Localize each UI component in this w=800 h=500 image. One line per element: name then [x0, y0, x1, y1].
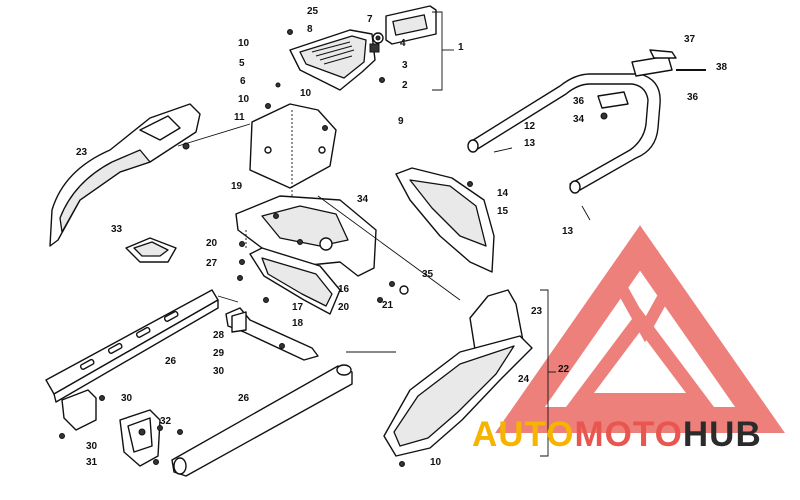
callout-label: 30 — [121, 393, 133, 404]
screw-icon — [467, 181, 473, 187]
callout-label: 13 — [524, 138, 536, 149]
callout-label: 9 — [398, 116, 404, 127]
rail-upper — [45, 289, 219, 403]
watermark-auto: AUTO — [472, 415, 575, 454]
screw-icon — [59, 433, 65, 439]
callout-label: 5 — [239, 58, 245, 69]
screw-icon — [263, 297, 269, 303]
callout-label: 34 — [357, 194, 369, 205]
callout-label: 10 — [300, 88, 312, 99]
screw-icon — [287, 29, 293, 35]
screw-icon — [177, 429, 183, 435]
screw-icon — [399, 461, 405, 467]
clip-icon — [581, 205, 591, 221]
callout-label: 27 — [206, 258, 218, 269]
callout-label: 21 — [382, 300, 394, 311]
screw-icon — [379, 77, 385, 83]
callout-label: 10 — [238, 94, 250, 105]
callout-label: 8 — [307, 24, 313, 35]
callout-label: 1 — [458, 42, 464, 53]
callout-label: 29 — [213, 348, 225, 359]
callout-label: 22 — [558, 364, 570, 375]
screw-icon — [239, 259, 245, 265]
callout-label: 3 — [402, 60, 408, 71]
center-tray — [235, 195, 377, 277]
callout-label: 33 — [111, 224, 123, 235]
callout-label: 2 — [402, 80, 408, 91]
callout-label: 19 — [231, 181, 243, 192]
screw-icon — [389, 281, 395, 287]
callout-label: 31 — [86, 457, 98, 468]
callout-label: 35 — [422, 269, 434, 280]
screw-icon — [265, 103, 271, 109]
mounting-plate — [249, 103, 337, 200]
callout-label: 28 — [213, 330, 225, 341]
callout-label: 32 — [160, 416, 172, 427]
callout-label: 34 — [573, 114, 585, 125]
callout-label: 17 — [292, 302, 304, 313]
callout-label: 16 — [338, 284, 350, 295]
screw-icon — [153, 459, 159, 465]
deflector — [249, 247, 341, 315]
bracket-assembly — [225, 307, 319, 361]
side-cover — [395, 167, 495, 273]
fasteners — [59, 241, 409, 439]
watermark-text: AUTOMOTOHUB — [472, 415, 762, 454]
callout-label: 36 — [573, 96, 585, 107]
screw-icon — [239, 241, 245, 247]
callout-label: 20 — [206, 238, 218, 249]
callout-label: 11 — [234, 112, 245, 123]
leader-lines — [177, 11, 556, 457]
rail-lower — [171, 364, 353, 477]
right-side-panel — [383, 289, 533, 467]
callout-label: 6 — [240, 76, 246, 87]
callout-label: 4 — [400, 38, 406, 49]
callout-label: 13 — [562, 226, 574, 237]
nut-icon — [399, 285, 409, 295]
callout-label: 12 — [524, 121, 536, 132]
left-side-panel — [49, 103, 201, 247]
logo-m-stroke — [585, 273, 705, 343]
small-panel — [125, 237, 177, 263]
screw-icon — [322, 125, 328, 131]
callout-label: 36 — [687, 92, 699, 103]
screw-icon — [237, 275, 243, 281]
watermark-logo — [495, 225, 785, 433]
callout-label: 10 — [238, 38, 250, 49]
callout-label: 23 — [76, 147, 88, 158]
screw-icon — [99, 395, 105, 401]
screw-icon — [377, 297, 383, 303]
callout-label: 10 — [430, 457, 442, 468]
callout-label: 18 — [292, 318, 304, 329]
callout-label: 30 — [86, 441, 98, 452]
lower-bracket — [61, 389, 183, 467]
screw-icon — [157, 425, 163, 431]
callout-label: 38 — [716, 62, 728, 73]
screw-icon — [275, 82, 281, 88]
callout-label: 37 — [684, 34, 696, 45]
callout-label: 24 — [518, 374, 530, 385]
nut-icon — [600, 112, 608, 120]
logo-outer-triangle — [495, 225, 785, 433]
callout-label: 20 — [338, 302, 350, 313]
callout-label: 7 — [367, 14, 373, 25]
clip-icon — [493, 147, 513, 153]
callout-label: 26 — [165, 356, 177, 367]
callout-label: 26 — [238, 393, 250, 404]
callout-label: 23 — [531, 306, 543, 317]
watermark-hub: HUB — [683, 415, 762, 454]
callout-label: 15 — [497, 206, 509, 217]
callout-label: 30 — [213, 366, 225, 377]
rear-bumper-bar — [467, 49, 706, 221]
callout-label: 25 — [307, 6, 319, 17]
watermark-moto: MOTO — [575, 415, 683, 454]
watermark-brand: AUTOMOTOHUB — [472, 415, 762, 454]
logo-inner-triangle — [566, 308, 714, 407]
callout-label: 14 — [497, 188, 509, 199]
tail-light-assembly — [275, 5, 437, 91]
